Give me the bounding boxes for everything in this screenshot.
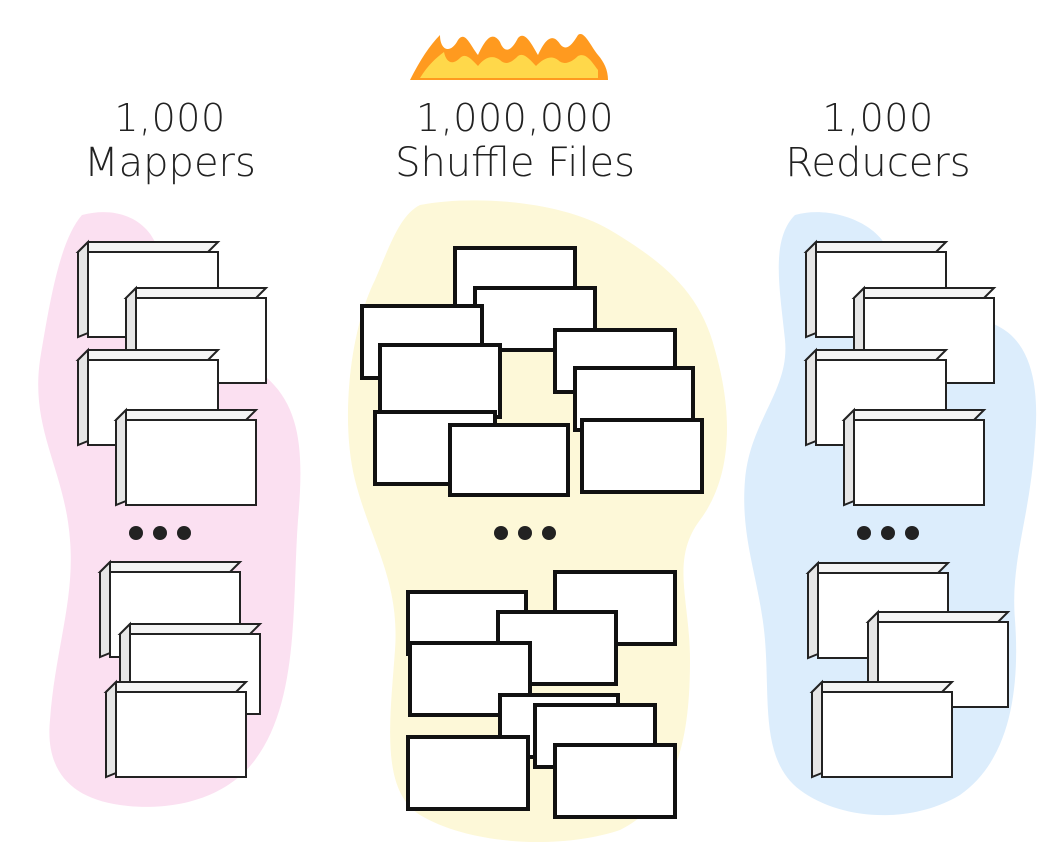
flame-icon: [410, 34, 608, 80]
shuffle-header: 1,000,000 Shuffle Files: [370, 96, 660, 186]
server-box-icon: [841, 407, 987, 507]
reducers-title: Reducers: [785, 140, 971, 186]
shuffle-file-icon: [378, 343, 502, 419]
mappers-header: 1,000 Mappers: [60, 96, 280, 186]
mappers-title: Mappers: [84, 140, 256, 186]
reducers-header: 1,000 Reducers: [768, 96, 988, 186]
mappers-count: 1,000: [114, 96, 226, 140]
shuffle-file-icon: [448, 423, 570, 497]
shuffle-file-icon: [580, 418, 704, 494]
shuffle-title: Shuffle Files: [395, 140, 635, 186]
ellipsis-dots-icon: [129, 526, 191, 540]
shuffle-file-icon: [406, 735, 530, 811]
server-box-icon: [103, 679, 249, 779]
ellipsis-dots-icon: [494, 526, 556, 540]
reducers-count: 1,000: [822, 96, 934, 140]
server-box-icon: [809, 679, 955, 779]
ellipsis-dots-icon: [857, 526, 919, 540]
server-box-icon: [113, 407, 259, 507]
shuffle-file-icon: [553, 743, 677, 819]
shuffle-count: 1,000,000: [416, 96, 614, 140]
shuffle-file-icon: [553, 570, 677, 646]
